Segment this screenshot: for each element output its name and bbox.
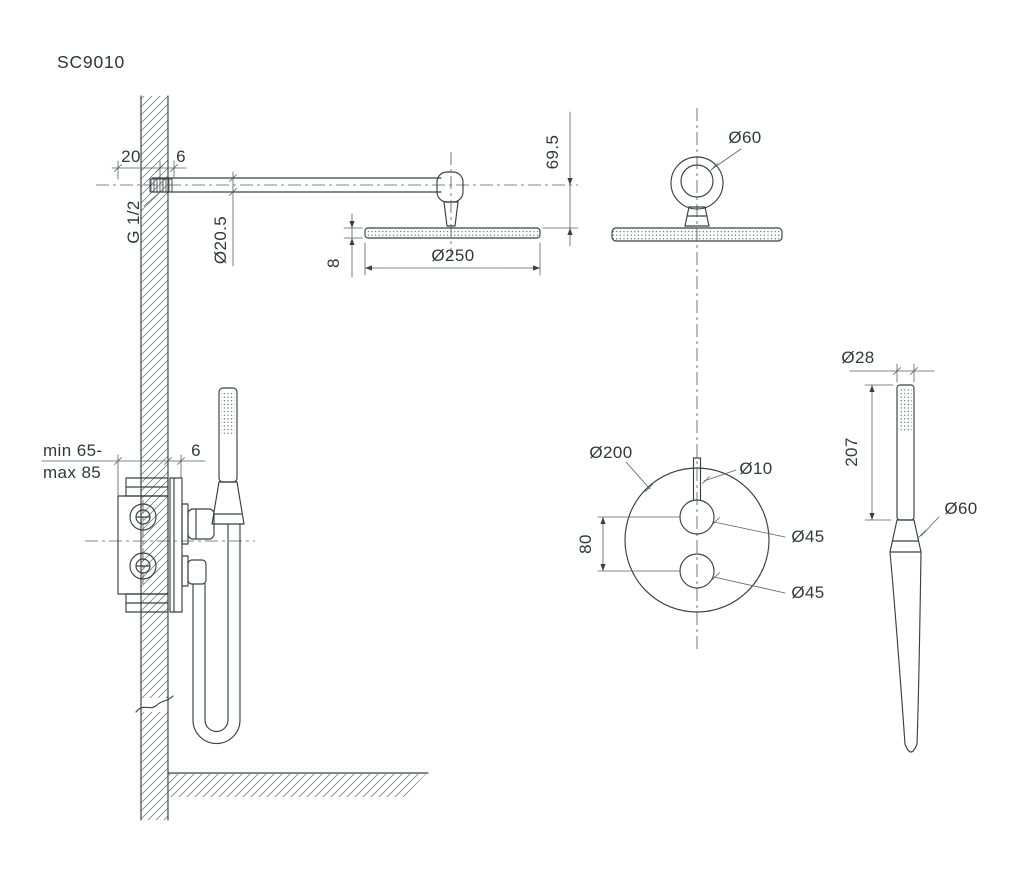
valve-port-lower-outer	[129, 552, 157, 580]
upper-knob-tick	[712, 517, 720, 525]
valve-front-view: Ø200 Ø10 Ø45 Ø45 80	[576, 443, 824, 613]
dim-head-diameter-label: Ø250	[431, 246, 474, 265]
dim-upper-knob-label: Ø45	[791, 527, 824, 546]
dim-thread-size-label: G 1/2	[124, 200, 143, 244]
arm-cone-connector	[443, 201, 459, 227]
stem-dia-tick	[702, 476, 710, 484]
dim-arm-diameter-label: Ø20.5	[211, 216, 230, 264]
handle-texture	[899, 389, 912, 431]
hose-loop-outer	[192, 719, 241, 744]
trim-plate-circle	[624, 467, 770, 613]
head-disc-side	[364, 227, 541, 239]
hand-shower-view: Ø28 207 Ø60	[841, 348, 977, 753]
dim-thread-protrusion-label: 20	[121, 147, 141, 166]
taper-right-edge	[916, 551, 922, 745]
wall-section	[135, 95, 174, 821]
outlet-base-ring	[181, 555, 189, 587]
taper-tip	[904, 743, 918, 753]
spray-head-cone	[889, 519, 922, 553]
dim-thickness-arrow-bottom	[349, 238, 355, 245]
dim-knob-spacing-label: 80	[576, 534, 595, 554]
model-number-label: SC9010	[57, 52, 125, 72]
handle-knurl-texture	[221, 392, 235, 434]
lower-knob-tick	[712, 572, 720, 580]
plate-dia-leader	[625, 461, 651, 490]
dim-depth-max-label: max 85	[43, 463, 101, 482]
valve-port-upper-outer	[129, 503, 157, 531]
dim-head-thickness-label: 8	[324, 258, 343, 268]
outlet-elbow	[187, 559, 207, 585]
knob-spacing-ext	[597, 516, 681, 572]
dim-plate-diameter-label: Ø200	[589, 443, 632, 462]
side-view: 20 6 G 1/2 Ø20.5 69.5 8	[41, 95, 579, 821]
lower-knob-leader	[713, 576, 786, 594]
dim-drop-arrow-top	[567, 178, 573, 185]
floor-hatch	[168, 774, 426, 797]
dim-head-dia-arrow-left	[365, 265, 372, 271]
stem-dia-leader	[703, 469, 737, 482]
dim-head-dia-ext	[364, 242, 541, 276]
dim-depth-min-label: min 65-	[43, 441, 103, 460]
knob-base-ring	[181, 503, 189, 545]
head-neck-cone	[684, 206, 710, 227]
dim-depth-ticks	[114, 457, 185, 465]
ball-dia-leader	[711, 148, 742, 170]
dim-stem-diameter-label: Ø10	[739, 459, 772, 478]
handle-length-arrow-bottom	[869, 513, 875, 520]
ball-dia-tick	[710, 163, 718, 171]
wall-hatch-upper	[141, 96, 168, 698]
ball-joint-inner	[680, 164, 714, 198]
shower-arm	[96, 152, 578, 258]
floor-section	[167, 772, 429, 797]
dim-arm-dia-ticks	[229, 174, 237, 196]
valve-stem	[692, 457, 702, 501]
ball-joint-outer	[670, 156, 724, 210]
knob-spacing-arrow-top	[600, 517, 606, 524]
wall-break-squiggle	[135, 695, 174, 713]
dim-ball-diameter-label: Ø60	[728, 128, 761, 147]
wall-hatch-lower	[141, 712, 168, 820]
dim-thickness-arrow-top	[349, 221, 355, 228]
handle-length-ext	[864, 384, 894, 521]
handle-dia-ext	[896, 363, 915, 383]
handle-length-arrow-top	[869, 385, 875, 392]
dim-spray-head-label: Ø60	[944, 499, 977, 518]
head-disc-front	[611, 227, 783, 242]
thread-leader-line	[143, 192, 160, 207]
knob-profile	[187, 508, 215, 540]
wall-thread-knurl	[149, 178, 173, 193]
dim-ext-top	[117, 160, 175, 180]
dim-thickness-ext	[343, 227, 363, 239]
spray-head-tick	[918, 530, 926, 538]
dim-ticks-top	[114, 164, 178, 172]
dim-plate-offset-label: 6	[191, 441, 201, 460]
hose-loop-inner	[204, 719, 229, 732]
arm-elbow	[436, 171, 464, 203]
dim-escutcheon-gap-label: 6	[176, 147, 186, 166]
side-view-dimensions: 20 6 G 1/2 Ø20.5 69.5 8	[41, 111, 579, 497]
dim-lower-knob-label: Ø45	[791, 583, 824, 602]
dim-head-drop-label: 69.5	[543, 135, 562, 170]
shower-head-side	[364, 227, 541, 239]
dim-head-dia-arrow-right	[533, 265, 540, 271]
upper-knob-leader	[713, 521, 786, 538]
hand-shower-cone-side	[211, 481, 245, 525]
mixer-valve-side	[85, 477, 255, 613]
head-front-view: Ø60	[611, 108, 783, 652]
handle-dia-ticks	[893, 367, 918, 375]
spray-head-leader	[920, 516, 940, 537]
dim-depth-ext	[117, 454, 182, 497]
hand-shower-side	[192, 387, 245, 744]
trim-plate-side	[169, 477, 183, 613]
taper-left-edge	[889, 551, 906, 745]
dim-drop-arrow-bottom	[567, 228, 573, 235]
dim-handle-length-label: 207	[842, 437, 861, 467]
dim-handle-diameter-label: Ø28	[841, 348, 874, 367]
plate-dia-tick	[645, 484, 653, 492]
knob-spacing-arrow-bottom	[600, 564, 606, 571]
